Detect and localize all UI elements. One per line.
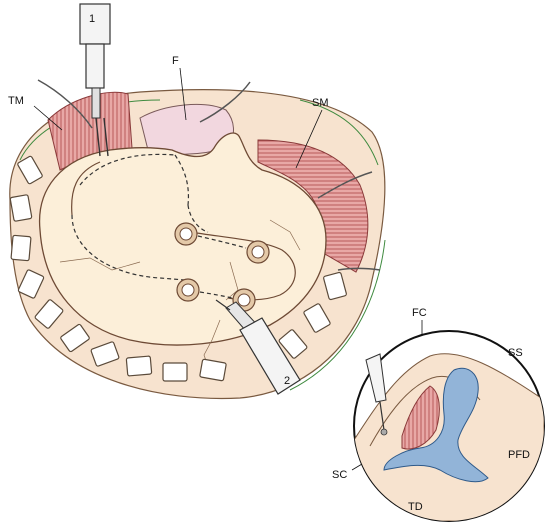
label-f: F — [172, 55, 179, 67]
label-probe-1: 1 — [89, 13, 95, 25]
scalp-clip — [199, 358, 227, 382]
label-td: TD — [408, 501, 423, 513]
label-fc: FC — [412, 307, 427, 319]
scalp-clip — [34, 299, 64, 329]
drill-instrument-2 — [215, 299, 301, 395]
label-probe-2: 2 — [284, 375, 290, 387]
label-sc: SC — [332, 469, 347, 481]
label-ss: SS — [508, 347, 523, 359]
scalp-clip — [323, 271, 347, 301]
burr-hole — [181, 283, 195, 297]
burr-hole — [251, 245, 265, 259]
inset-muscle — [401, 385, 440, 450]
scalp-clip — [17, 269, 45, 299]
burr-hole-connector — [197, 235, 247, 299]
scalp-clip — [278, 329, 308, 359]
scalp-clip — [303, 303, 331, 333]
scalp-clip — [60, 323, 90, 353]
label-sm: SM — [312, 97, 329, 109]
scalp-clip — [125, 355, 153, 377]
scalp-clips — [9, 155, 347, 382]
retractor-hooks — [37, 79, 381, 271]
scalp-clip — [9, 194, 33, 222]
inset-drill — [365, 353, 388, 436]
label-pfd: PFD — [508, 449, 530, 461]
scalp-clip — [17, 155, 43, 185]
inset-detail — [353, 330, 545, 522]
sigmoid-sinus — [383, 367, 489, 483]
burr-hole — [179, 227, 193, 241]
burr-hole — [237, 293, 251, 307]
scalp-clip — [162, 362, 188, 382]
scalp-clip — [10, 234, 32, 262]
scalp-clip — [90, 341, 120, 367]
label-tm: TM — [8, 95, 24, 107]
drill-instrument-1 — [79, 3, 111, 157]
